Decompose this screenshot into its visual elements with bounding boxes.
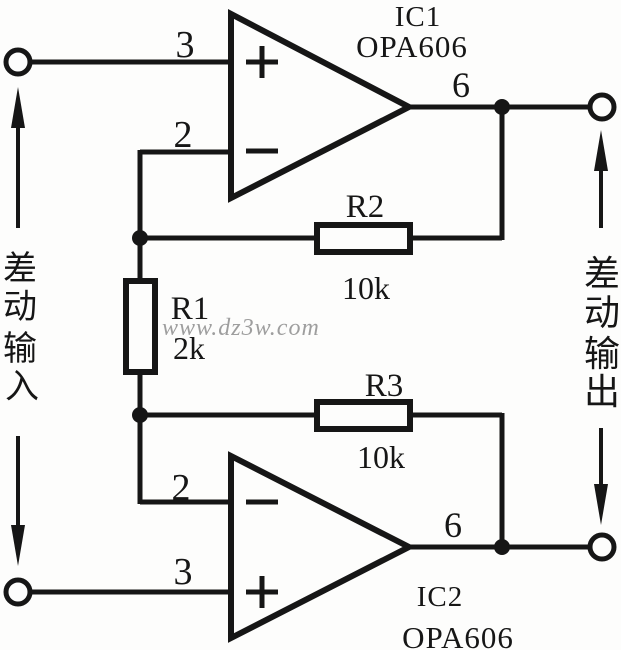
pin-label-noninverting: 3 bbox=[174, 551, 193, 593]
differential-output-label: 差 动 输 出 bbox=[584, 254, 620, 412]
resistor-body bbox=[314, 399, 413, 432]
output-label-char: 输 bbox=[584, 334, 620, 374]
opamp-triangle bbox=[228, 451, 416, 643]
opamp-part-label: OPA606 bbox=[402, 620, 514, 650]
resistor-r3: R3 10k bbox=[314, 368, 413, 475]
input-terminal-top bbox=[3, 47, 33, 77]
plus-icon bbox=[246, 46, 278, 78]
output-terminal-top bbox=[587, 92, 617, 122]
input-label-char: 差 bbox=[3, 250, 37, 288]
output-terminal-bottom bbox=[587, 532, 617, 562]
differential-input-label: 差 动 输 入 bbox=[3, 250, 39, 406]
arrow-down-icon bbox=[11, 525, 25, 566]
resistor-ref-label: R3 bbox=[365, 368, 404, 404]
pin-label-output: 6 bbox=[444, 505, 462, 545]
input-arrow-down bbox=[11, 436, 25, 566]
resistor-body bbox=[123, 278, 158, 375]
arrow-up-icon bbox=[594, 130, 608, 171]
plus-icon bbox=[246, 576, 278, 608]
arrow-down-icon bbox=[594, 484, 608, 525]
resistor-value-label: 2k bbox=[173, 330, 205, 366]
opamp-part-label: OPA606 bbox=[356, 29, 468, 64]
junction-dot-icon bbox=[132, 407, 148, 423]
input-terminal-bottom bbox=[3, 577, 33, 607]
pin-label-inverting: 2 bbox=[172, 467, 191, 509]
output-label-char: 出 bbox=[584, 372, 620, 412]
resistor-ref-label: R2 bbox=[346, 189, 385, 225]
opamp-ref-label: IC2 bbox=[417, 581, 464, 613]
junctions bbox=[132, 99, 510, 555]
input-label-char: 动 bbox=[3, 289, 37, 326]
resistor-value-label: 10k bbox=[342, 270, 390, 306]
resistor-value-label: 10k bbox=[357, 439, 405, 475]
arrow-up-icon bbox=[11, 87, 25, 128]
output-label-char: 动 bbox=[584, 293, 620, 333]
pin-label-output: 6 bbox=[452, 65, 470, 105]
terminals bbox=[3, 47, 617, 607]
resistor-ref-label: R1 bbox=[171, 291, 210, 327]
pin-label-noninverting: 3 bbox=[176, 24, 195, 66]
opamp-ic1: 3 2 6 IC1 OPA606 bbox=[174, 1, 470, 203]
junction-dot-icon bbox=[494, 539, 510, 555]
output-arrow-up bbox=[594, 130, 608, 228]
resistor-r1: R1 2k bbox=[123, 278, 210, 375]
watermark-text: www.dz3w.com bbox=[162, 315, 320, 341]
input-label-char: 入 bbox=[5, 369, 39, 406]
opamp-ref-label: IC1 bbox=[395, 1, 442, 33]
pin-label-inverting: 2 bbox=[174, 114, 193, 156]
output-label-char: 差 bbox=[584, 254, 620, 294]
input-arrow-up bbox=[11, 87, 25, 228]
junction-dot-icon bbox=[132, 230, 148, 246]
resistor-body bbox=[314, 222, 413, 255]
junction-dot-icon bbox=[494, 99, 510, 115]
opamp-ic2: 2 3 6 IC2 OPA606 bbox=[172, 451, 514, 650]
resistor-r2: R2 10k bbox=[314, 189, 413, 306]
output-arrow-down bbox=[594, 428, 608, 525]
input-label-char: 输 bbox=[3, 330, 37, 368]
